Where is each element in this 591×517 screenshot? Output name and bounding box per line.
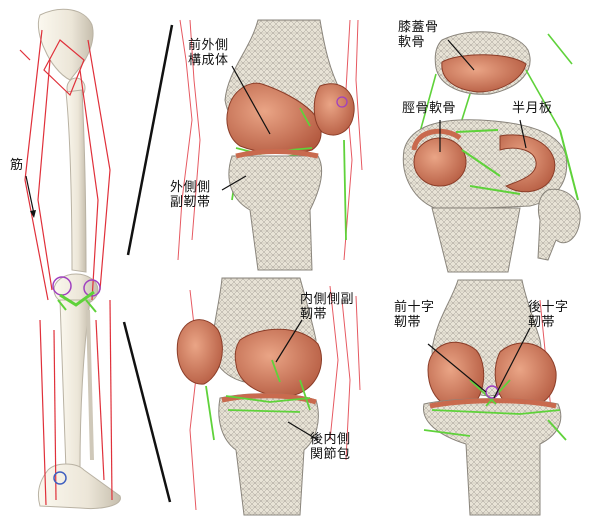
label-meniscus: 半月板 bbox=[512, 101, 553, 116]
divider-bottom bbox=[124, 322, 170, 502]
label-posteromedial-capsule: 後内側 関節包 bbox=[310, 432, 351, 462]
label-anterolateral: 前外側 構成体 bbox=[188, 38, 229, 68]
label-tibial-cartilage: 脛骨軟骨 bbox=[402, 101, 456, 116]
femur-shape bbox=[66, 90, 86, 272]
label-medial-collateral: 内側側副 靭帯 bbox=[300, 292, 354, 322]
leg-panel bbox=[20, 9, 120, 508]
tibia-shape bbox=[60, 300, 90, 470]
label-patella-cartilage: 膝蓋骨 軟骨 bbox=[398, 20, 439, 50]
label-acl: 前十字 靭帯 bbox=[394, 300, 435, 330]
divider-top bbox=[128, 25, 172, 255]
knee-top-right bbox=[403, 32, 580, 272]
label-pcl: 後十字 靭帯 bbox=[528, 300, 569, 330]
label-muscle: 筋 bbox=[10, 158, 24, 173]
label-lateral-collateral: 外側側 副靭帯 bbox=[170, 180, 211, 210]
foot-shape bbox=[38, 464, 120, 509]
